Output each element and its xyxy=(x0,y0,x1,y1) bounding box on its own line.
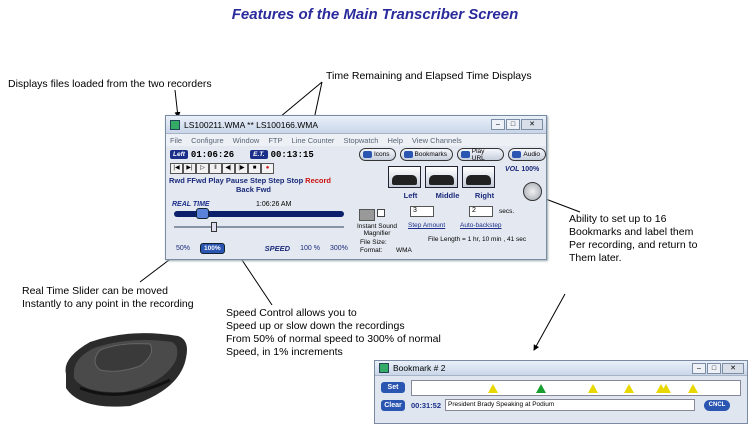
time-remaining: 01:06:26 xyxy=(190,149,235,160)
speed-slider-thumb[interactable] xyxy=(211,222,217,232)
bookmark-marker[interactable] xyxy=(661,384,671,393)
right-pedal-button[interactable] xyxy=(462,166,495,188)
icons-button[interactable]: Icons xyxy=(359,148,396,161)
clear-bookmark-button[interactable]: Clear xyxy=(381,400,405,411)
speaker-icon xyxy=(512,151,522,158)
speed-label: SPEED xyxy=(264,244,291,253)
secs-label: secs. xyxy=(499,208,515,215)
close-button[interactable]: ✕ xyxy=(722,362,744,374)
menu-view-channels[interactable]: View Channels xyxy=(411,135,462,145)
instant-sound-checkbox[interactable] xyxy=(377,209,385,217)
foot-pedal-device xyxy=(65,333,187,407)
bookmark-window: Bookmark # 2 – □ ✕ Set Clear 00:31:52 Pr… xyxy=(374,360,748,424)
menu-ftp[interactable]: FTP xyxy=(268,135,283,145)
file-length: File Length = 1 hr, 10 min , 41 sec xyxy=(428,236,527,243)
window-body: Left 01:06:26 E.T. 00:13:15 |◀ ▶| ▷ ‖ ◀|… xyxy=(166,146,546,259)
close-button[interactable]: ✕ xyxy=(521,119,543,130)
step-amount-input[interactable]: 3 xyxy=(410,206,434,217)
pedal-buttons xyxy=(388,166,495,188)
fast-forward-button[interactable]: ▶| xyxy=(183,163,196,174)
icons-icon xyxy=(363,151,372,158)
transport-sublabels: Back Fwd xyxy=(236,185,272,194)
speed-min: 50% xyxy=(176,245,191,252)
auto-backstep-input[interactable]: 2 xyxy=(469,206,493,217)
pause-button[interactable]: ‖ xyxy=(209,163,222,174)
minimize-button[interactable]: – xyxy=(692,362,706,374)
realtime-slider-thumb[interactable] xyxy=(196,208,209,219)
step-amount-link[interactable]: Step Amount xyxy=(408,222,446,229)
menu-file[interactable]: File xyxy=(170,135,183,145)
slider-annotation: Real Time Slider can be moved Instantly … xyxy=(22,285,194,310)
time-annotation: Time Remaining and Elapsed Time Displays xyxy=(326,70,532,82)
bookmarks-annotation: Ability to set up to 16 Bookmarks and la… xyxy=(569,213,698,264)
set-bookmark-button[interactable]: Set xyxy=(381,382,405,393)
menu-window[interactable]: Window xyxy=(232,135,260,145)
speed-max: 300% xyxy=(329,245,348,252)
bookmark-marker[interactable] xyxy=(688,384,698,393)
files-annotation: Displays files loaded from the two recor… xyxy=(8,78,212,90)
bookmark-marker[interactable] xyxy=(624,384,634,393)
step-back-button[interactable]: ◀| xyxy=(222,163,235,174)
play-url-button[interactable]: Play URL xyxy=(457,148,505,162)
instant-sound-label: Instant Sound Magnifier xyxy=(356,223,398,237)
bookmark-icon xyxy=(403,151,413,158)
menu-help[interactable]: Help xyxy=(387,135,403,145)
middle-pedal-button[interactable] xyxy=(425,166,458,188)
file-info: File Size: Format: WMA xyxy=(360,239,412,254)
speed-row: 50% 100% SPEED 100 % 300% xyxy=(176,243,348,254)
bookmarks-button[interactable]: Bookmarks xyxy=(399,148,454,161)
play-button[interactable]: ▷ xyxy=(196,163,209,174)
bookmark-marker[interactable] xyxy=(488,384,498,393)
elapsed-time-badge[interactable]: E.T. xyxy=(250,150,268,159)
globe-icon xyxy=(461,151,470,158)
feature-pills: Icons Bookmarks Play URL Audio xyxy=(359,148,546,162)
window-titlebar: LS100211.WMA ** LS100166.WMA – □ ✕ xyxy=(166,116,546,134)
bookmark-marker-active[interactable] xyxy=(536,384,546,393)
main-transcriber-window: LS100211.WMA ** LS100166.WMA – □ ✕ File … xyxy=(165,115,547,260)
volume-readout: VOL 100% xyxy=(505,166,540,173)
bookmark-marker[interactable] xyxy=(588,384,598,393)
bookmark-window-title: Bookmark # 2 xyxy=(393,363,446,373)
audio-button[interactable]: Audio xyxy=(508,148,546,161)
transport-buttons: |◀ ▶| ▷ ‖ ◀| |▶ ■ ● xyxy=(170,163,274,174)
step-forward-button[interactable]: |▶ xyxy=(235,163,248,174)
app-icon xyxy=(379,363,389,373)
menu-bar: File Configure Window FTP Line Counter S… xyxy=(166,134,546,146)
elapsed-time: 00:13:15 xyxy=(270,149,314,160)
maximize-button[interactable]: □ xyxy=(707,362,721,374)
menu-line-counter[interactable]: Line Counter xyxy=(291,135,335,145)
app-icon xyxy=(170,119,180,130)
speed-value: 100 % xyxy=(300,245,320,252)
pedal-labels: Left Middle Right xyxy=(403,191,495,200)
stop-button[interactable]: ■ xyxy=(248,163,261,174)
window-title: LS100211.WMA ** LS100166.WMA xyxy=(184,119,319,130)
menu-configure[interactable]: Configure xyxy=(191,135,224,145)
bookmark-time: 00:31:52 xyxy=(411,401,442,410)
auto-backstep-link[interactable]: Auto-backstep xyxy=(460,222,502,229)
time-displays: Left 01:06:26 E.T. 00:13:15 xyxy=(170,149,314,160)
left-time-badge[interactable]: Left xyxy=(170,150,188,159)
magnifier-icon[interactable] xyxy=(359,209,375,221)
page-title: Features of the Main Transcriber Screen xyxy=(231,6,519,23)
record-button[interactable]: ● xyxy=(261,163,274,174)
left-pedal-button[interactable] xyxy=(388,166,421,188)
minimize-button[interactable]: – xyxy=(491,119,505,130)
bookmark-titlebar: Bookmark # 2 – □ ✕ xyxy=(375,361,747,376)
bookmark-note-input[interactable]: President Brady Speaking at Podium xyxy=(445,399,695,411)
volume-knob[interactable] xyxy=(523,182,542,201)
realtime-label: REAL TIME xyxy=(172,201,210,208)
bookmark-strip[interactable] xyxy=(411,380,741,396)
cancel-button[interactable]: CNCL xyxy=(704,400,730,411)
menu-stopwatch[interactable]: Stopwatch xyxy=(343,135,379,145)
maximize-button[interactable]: □ xyxy=(506,119,520,130)
transport-labels: Rwd FFwd Play Pause Step Step Stop Recor… xyxy=(169,176,332,185)
realtime-value: 1:06:26 AM xyxy=(256,201,292,208)
speed-reset-button[interactable]: 100% xyxy=(200,243,225,254)
rewind-button[interactable]: |◀ xyxy=(170,163,183,174)
realtime-slider-track[interactable] xyxy=(174,211,344,217)
speed-slider-track[interactable] xyxy=(174,226,344,228)
speed-annotation: Speed Control allows you to Speed up or … xyxy=(226,307,441,358)
